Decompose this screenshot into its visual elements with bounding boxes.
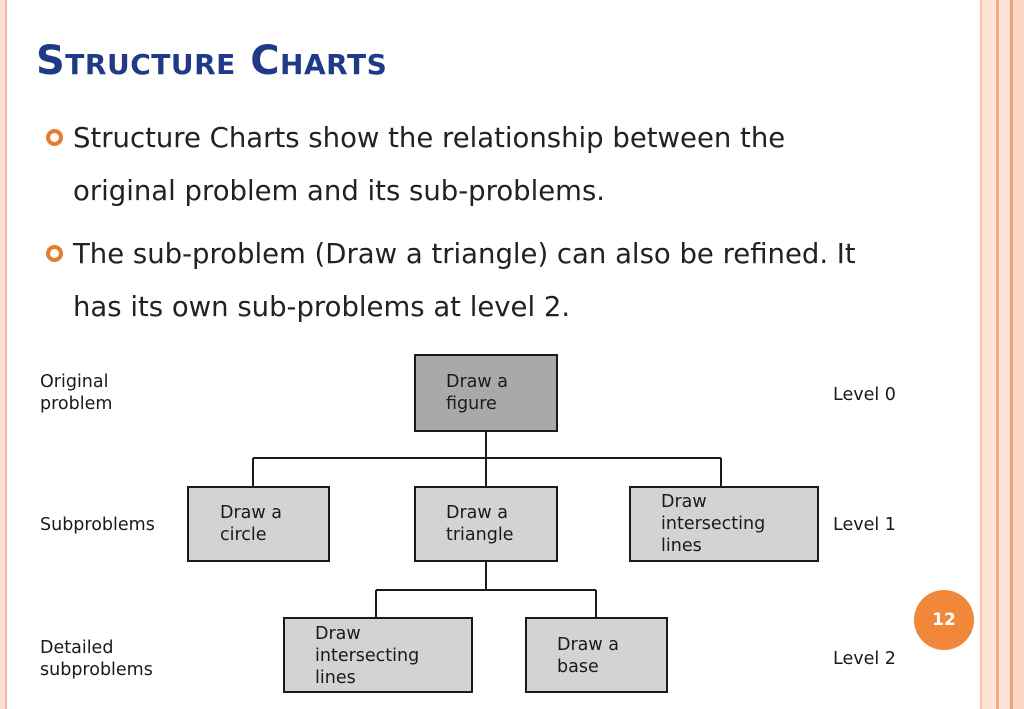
node-draw-intersecting-lines: Draw intersecting lines [629, 486, 819, 562]
slide-left-border [0, 0, 12, 709]
node-box [629, 486, 819, 562]
node-draw-triangle: Draw a triangle [414, 486, 558, 562]
bullet-text-line: has its own sub-problems at level 2. [73, 291, 571, 323]
node-draw-base: Draw a base [525, 617, 668, 693]
row-label: Original [40, 372, 108, 392]
node-text: Draw a [220, 503, 282, 523]
node-text: Draw [661, 492, 707, 512]
bullet-text-line: original problem and its sub-problems. [73, 175, 606, 207]
bullet-item: The sub-problem (Draw a triangle) can al… [40, 228, 940, 334]
bullet-text-line: The sub-problem (Draw a triangle) can al… [73, 238, 856, 270]
page-number-badge: 12 [914, 590, 974, 650]
node-text: intersecting [661, 514, 765, 534]
node-text: base [557, 657, 599, 677]
node-box [525, 617, 668, 693]
node-box [283, 617, 473, 693]
node-text: lines [315, 668, 356, 688]
node-text: Draw a [446, 503, 508, 523]
node-box [414, 486, 558, 562]
row-label: Subproblems [40, 515, 155, 535]
row-label: problem [40, 394, 112, 414]
node-text: circle [220, 525, 267, 545]
bullet-ring-icon [46, 129, 63, 146]
node-text: intersecting [315, 646, 419, 666]
row-label: subproblems [40, 660, 153, 680]
level-label: Level 2 [833, 649, 896, 669]
node-draw-figure: Draw a figure [414, 354, 558, 432]
slide-right-border [974, 0, 1024, 709]
node-text: lines [661, 536, 702, 556]
node-text: Draw a [557, 635, 619, 655]
node-text: triangle [446, 525, 513, 545]
node-box [414, 354, 558, 432]
bullet-item: Structure Charts show the relationship b… [40, 112, 940, 218]
bullet-list: Structure Charts show the relationship b… [40, 112, 940, 334]
bullet-text-line: Structure Charts show the relationship b… [73, 122, 786, 154]
node-draw-circle: Draw a circle [187, 486, 330, 562]
connector-lines [252, 431, 722, 618]
bullet-ring-icon [46, 245, 63, 262]
node-draw-intersecting-lines: Draw intersecting lines [283, 617, 473, 693]
node-text: figure [446, 394, 497, 414]
level-label: Level 0 [833, 385, 896, 405]
row-label: Detailed [40, 638, 113, 658]
slide-title: Structure Charts [36, 38, 388, 84]
level-label: Level 1 [833, 515, 896, 535]
node-box [187, 486, 330, 562]
node-text: Draw a [446, 372, 508, 392]
node-text: Draw [315, 624, 361, 644]
